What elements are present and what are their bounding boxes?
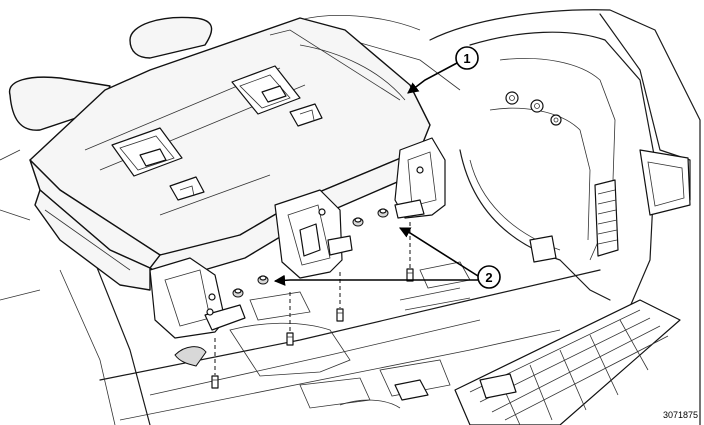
floor-stud <box>286 332 294 346</box>
callout-2: 2 <box>273 227 501 289</box>
bolt-head <box>257 275 269 285</box>
bolt-head <box>352 217 364 227</box>
floor-stud <box>211 375 219 389</box>
rear-seat-assembly <box>8 16 446 339</box>
figure-number: 3071875 <box>663 410 698 420</box>
vent-grille <box>594 179 619 257</box>
bolt-head <box>232 288 244 298</box>
mounting-bolts <box>211 208 414 389</box>
floor-stud <box>406 268 414 282</box>
right-hinge-bracket <box>394 137 446 219</box>
seat-latch-pocket-upper <box>231 65 323 127</box>
callout-1-label: 1 <box>463 51 470 66</box>
center-hinge-bracket <box>274 189 353 279</box>
left-hinge-bracket <box>149 257 246 339</box>
callout-2-label: 2 <box>485 270 492 285</box>
seat-latch-pocket-lower <box>111 127 205 201</box>
callout-1: 1 <box>407 46 479 94</box>
vehicle-cargo-area <box>0 9 701 425</box>
bolt-head <box>377 208 389 218</box>
rear-bumper-step <box>454 299 681 425</box>
floor-stud <box>336 308 344 322</box>
